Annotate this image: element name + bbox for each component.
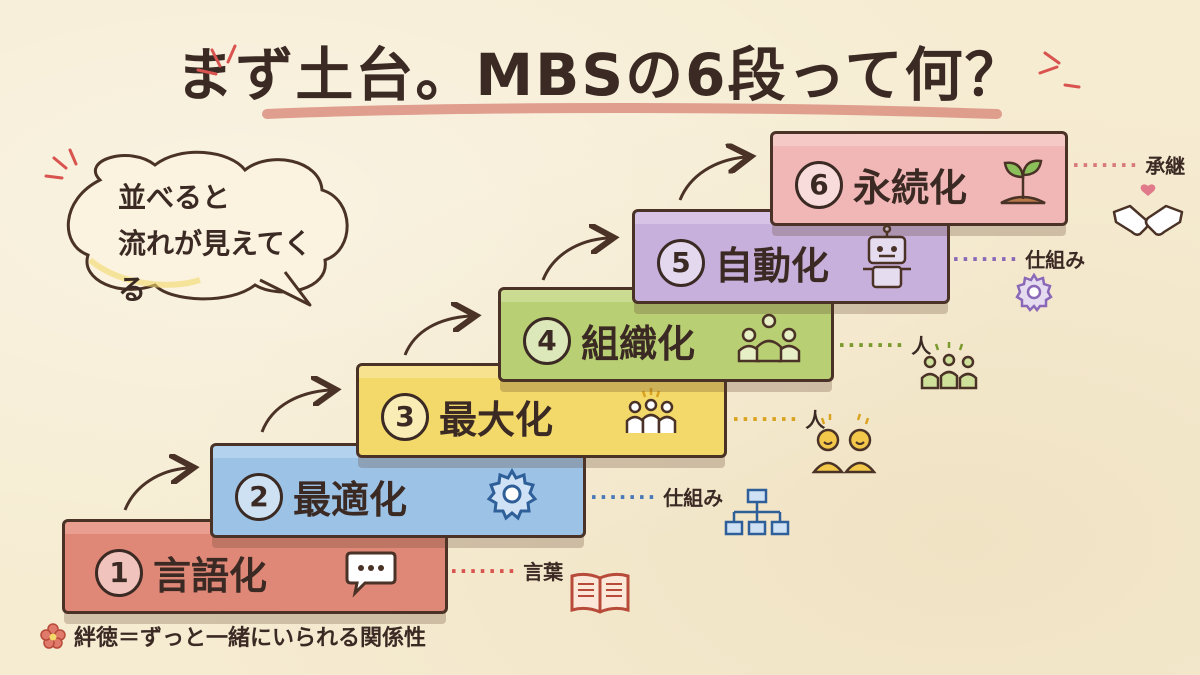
step-2-number: 2: [235, 472, 283, 521]
step-3-side-label: ·······人: [732, 406, 826, 433]
step-5-label: 自動化: [715, 244, 830, 288]
step-3-label: 最大化: [439, 398, 554, 442]
people-group-icon: [625, 388, 677, 433]
handshake-icon: [1112, 184, 1184, 236]
title-underline: [262, 103, 1002, 119]
step-6-side-label: ·······承継: [1072, 152, 1186, 179]
footer-note: 絆徳＝ずっと一緒にいられる関係性: [40, 620, 426, 652]
step-3-number: 3: [381, 392, 429, 441]
step-5: 5 自動化: [632, 209, 950, 304]
step-5-side-label: ·······仕組み: [952, 246, 1086, 273]
smiling-people-icon: [811, 413, 877, 474]
step-2: 2 最適化: [210, 443, 586, 538]
step-1-label: 言語化: [153, 554, 268, 598]
speech-bubble-icon: [345, 551, 397, 598]
step-6-label: 永続化: [853, 166, 968, 210]
page-title: まず土台。MBSの6段って何？: [175, 41, 1025, 109]
book-icon: [570, 572, 630, 614]
step-4-number: 4: [523, 316, 571, 365]
step-6-number: 6: [795, 160, 843, 209]
step-2-side-label: ·······仕組み: [590, 484, 724, 511]
step-4: 4 組織化: [498, 287, 834, 382]
step-1-side-label: ·······言葉: [450, 558, 564, 585]
step-4-label: 組織化: [581, 322, 696, 366]
bubble-spark-icon: [44, 148, 78, 180]
bubble-text: 並べると 流れが見えてくる: [118, 175, 338, 313]
spark-left-icon: [196, 44, 237, 76]
step-3: 3 最大化: [356, 363, 727, 458]
org-chart-icon: [724, 488, 790, 536]
spark-right-icon: [1038, 51, 1081, 89]
bubble-line-2: 流れが見えてくる: [118, 227, 312, 306]
step-1: 1 言語化: [62, 519, 448, 614]
step-5-number: 5: [657, 238, 705, 287]
footer-text: 絆徳＝ずっと一緒にいられる関係性: [74, 626, 427, 651]
step-6: 6 永続化: [770, 131, 1068, 226]
step-1-number: 1: [95, 548, 143, 597]
robot-icon: [863, 224, 911, 289]
step-2-label: 最適化: [293, 478, 408, 522]
bubble-line-1: 並べると: [118, 181, 231, 214]
flower-icon: [40, 623, 66, 649]
team-icon: [737, 313, 801, 363]
thought-bubble: [66, 150, 349, 307]
step-4-side-label: ·······人: [838, 332, 932, 359]
gear-icon: [486, 467, 538, 521]
sprout-icon: [1000, 159, 1046, 205]
people-group-icon: [920, 342, 978, 390]
gear-icon: [1015, 272, 1053, 313]
